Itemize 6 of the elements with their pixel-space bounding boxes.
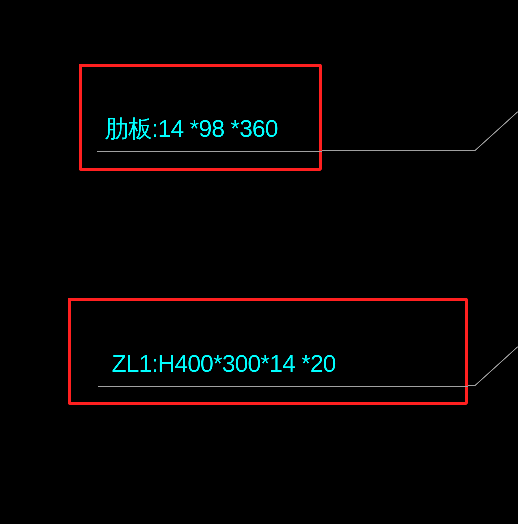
dimension-text: 肋板:14 *98 *360 [105,115,278,145]
leader-line [468,346,518,386]
highlight-box [68,298,468,405]
dimension-text: ZL1:H400*300*14 *20 [112,350,336,380]
highlight-box [79,64,322,171]
leader-line [322,112,518,152]
